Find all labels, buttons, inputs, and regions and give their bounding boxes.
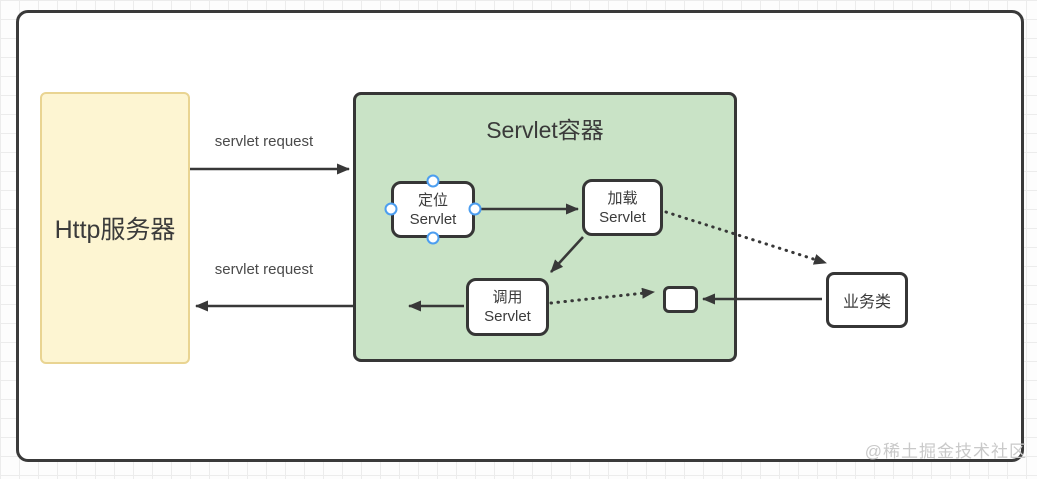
http-server-label: Http服务器	[54, 216, 176, 244]
locate-servlet-label-line1: 定位	[417, 191, 448, 209]
servlet-container-title: Servlet容器	[486, 117, 604, 143]
load-servlet-label-line2: Servlet	[599, 208, 646, 226]
selection-handle-right-icon[interactable]	[468, 202, 482, 216]
request-in-label: servlet request	[214, 133, 314, 150]
invoke-servlet-label-line1: 调用	[492, 289, 523, 306]
load-servlet-label-line1: 加载	[607, 189, 638, 207]
selection-handle-top-icon[interactable]	[426, 174, 440, 188]
http-server-node[interactable]: Http服务器	[40, 92, 190, 364]
locate-servlet-node[interactable]: 定位 Servlet	[391, 181, 475, 238]
selection-handle-bottom-icon[interactable]	[426, 231, 440, 245]
servlet-instance-node[interactable]	[663, 286, 698, 313]
invoke-servlet-label-line2: Servlet	[484, 308, 531, 325]
selection-handle-left-icon[interactable]	[384, 202, 398, 216]
business-class-label: 业务类	[842, 294, 891, 311]
load-servlet-node[interactable]: 加载 Servlet	[582, 179, 663, 236]
business-class-node[interactable]: 业务类	[826, 272, 908, 328]
request-out-label: servlet request	[214, 261, 314, 278]
watermark: @稀土掘金技术社区	[864, 442, 1027, 461]
locate-servlet-label-line2: Servlet	[409, 210, 457, 228]
invoke-servlet-node[interactable]: 调用 Servlet	[466, 278, 549, 336]
